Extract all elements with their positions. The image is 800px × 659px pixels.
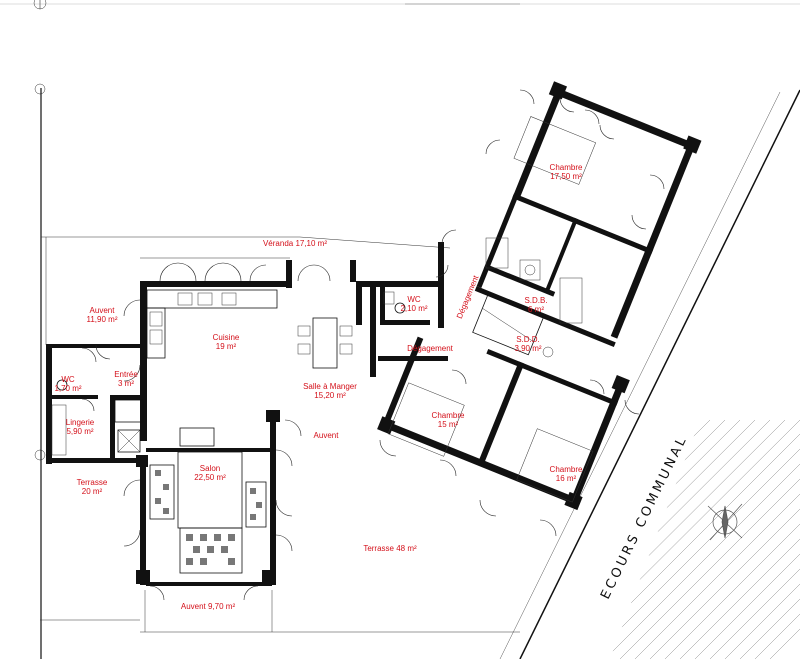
property-boundary [40, 88, 800, 659]
label-auvent-left: Auvent [90, 306, 116, 315]
courtyard-label: ECOURS COMMUNAL [598, 433, 691, 602]
label-sdb: S.D.B. [524, 296, 547, 305]
door-swings [81, 89, 665, 601]
label-lingerie: Lingerie [66, 418, 95, 427]
dining-table [297, 317, 353, 369]
courtyard-label-group: ECOURS COMMUNAL [598, 433, 691, 602]
area-entree: 3 m² [118, 379, 134, 388]
area-chambre-mid: 15 m² [438, 420, 459, 429]
label-terrasse-48: Terrasse 48 m² [363, 544, 417, 553]
compass-rose-icon [707, 503, 743, 541]
label-sdd: S.D.D. [516, 335, 540, 344]
label-degagement-1: Dégagement [455, 273, 481, 320]
label-wc-1: WC [407, 295, 421, 304]
kitchen-counter [146, 289, 278, 359]
area-wc-2: 1,70 m² [54, 384, 81, 393]
area-wc-1: 2,10 m² [400, 304, 427, 313]
label-cuisine: Cuisine [213, 333, 240, 342]
label-chambre-top: Chambre [550, 163, 583, 172]
lingerie-fixtures [51, 399, 144, 456]
area-cuisine: 19 m² [216, 342, 237, 351]
bed-outlines [387, 116, 597, 503]
area-lingerie: 5,90 m² [66, 427, 93, 436]
label-auvent-mid: Auvent [314, 431, 340, 440]
wc-fixtures [56, 291, 406, 391]
walls-se-wing [377, 336, 630, 511]
label-auvent-bottom: Auvent 9,70 m² [181, 602, 236, 611]
area-salon: 22,50 m² [194, 473, 226, 482]
area-chambre-top: 17,50 m² [550, 172, 582, 181]
scan-marks [0, 0, 800, 461]
area-salle-a-manger: 15,20 m² [314, 391, 346, 400]
walls-ne-wing [474, 81, 702, 347]
area-sdb: 6 m² [528, 305, 544, 314]
veranda-frame [45, 237, 356, 345]
area-sdd: 3,90 m² [514, 344, 541, 353]
label-degagement-2: Dégagement [407, 344, 454, 353]
salon-furniture [149, 427, 267, 574]
area-chambre-right: 16 m² [556, 474, 577, 483]
label-chambre-mid: Chambre [432, 411, 465, 420]
area-auvent-left: 11,90 m² [87, 315, 118, 324]
label-entree: Entrée [114, 370, 138, 379]
label-salle-a-manger: Salle à Manger [303, 382, 357, 391]
label-chambre-right: Chambre [550, 465, 583, 474]
ne-bath-fixtures [472, 237, 583, 358]
label-salon: Salon [200, 464, 220, 473]
label-veranda: Véranda 17,10 m² [263, 239, 327, 248]
area-terrasse-left: 20 m² [82, 487, 103, 496]
label-terrasse-left: Terrasse [77, 478, 108, 487]
room-labels: Véranda 17,10 m² Chambre 17,50 m² Auvent… [54, 163, 583, 611]
label-wc-2: WC [61, 375, 75, 384]
